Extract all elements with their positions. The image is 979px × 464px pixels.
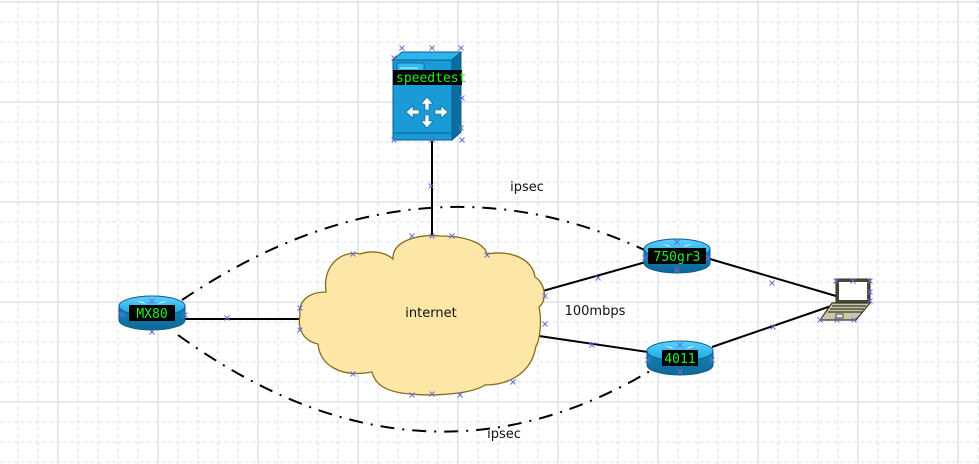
connection-point-marker bbox=[817, 317, 823, 323]
connection-point-marker bbox=[429, 45, 435, 51]
connection-point-marker bbox=[428, 183, 434, 189]
switch-arrows-icon bbox=[405, 96, 449, 129]
connection-point-marker bbox=[769, 280, 775, 286]
connection-point-marker bbox=[589, 342, 595, 348]
connection-point-marker bbox=[449, 233, 455, 239]
connection-point-marker bbox=[391, 137, 397, 143]
ipsec-label-top: ipsec bbox=[510, 180, 544, 195]
internet-cloud[interactable]: internet bbox=[298, 234, 545, 396]
device-label-bg bbox=[648, 248, 706, 264]
connection-point-marker bbox=[645, 357, 651, 363]
link-4011-laptop[interactable] bbox=[711, 304, 835, 348]
node-laptop[interactable] bbox=[818, 278, 872, 321]
link-internet-750gr3[interactable] bbox=[531, 261, 647, 295]
connection-point-marker bbox=[224, 315, 230, 321]
device-label-bg bbox=[129, 305, 175, 321]
connection-point-marker bbox=[399, 45, 405, 51]
connection-point-marker bbox=[149, 298, 155, 304]
connection-point-marker bbox=[391, 55, 397, 61]
connection-point-marker bbox=[867, 289, 873, 295]
node-mx80[interactable]: MX80 bbox=[118, 295, 186, 331]
link-ipsec-mx80-4011[interactable] bbox=[177, 334, 656, 433]
node-750gr3[interactable]: 750gr3 bbox=[643, 238, 711, 274]
ipsec-label-bottom: ipsec bbox=[487, 427, 521, 442]
connection-point-marker bbox=[409, 392, 415, 398]
connection-point-marker bbox=[459, 95, 465, 101]
connection-point-marker bbox=[510, 379, 516, 385]
cloud-shape bbox=[298, 234, 545, 396]
connection-point-marker bbox=[429, 233, 435, 239]
link-ipsec-mx80-750gr3[interactable] bbox=[181, 205, 656, 301]
connection-point-marker bbox=[457, 392, 463, 398]
connection-point-marker bbox=[677, 342, 683, 348]
laptop-icon bbox=[818, 278, 872, 321]
connection-point-marker bbox=[182, 312, 188, 318]
connection-point-marker bbox=[429, 137, 435, 143]
connection-point-marker bbox=[350, 251, 356, 257]
connection-point-marker bbox=[834, 317, 840, 323]
connection-point-marker bbox=[297, 327, 303, 333]
connection-point-marker bbox=[867, 278, 873, 284]
connection-point-marker bbox=[458, 125, 464, 131]
connection-point-marker bbox=[850, 278, 856, 284]
bandwidth-label: 100mbps bbox=[565, 304, 626, 319]
device-label: speedtest bbox=[396, 71, 466, 86]
connection-point-marker bbox=[409, 233, 415, 239]
connection-point-marker bbox=[677, 369, 683, 375]
device-label: 750gr3 bbox=[654, 250, 701, 265]
node-4011[interactable]: 4011 bbox=[646, 340, 714, 376]
connection-point-marker bbox=[458, 45, 464, 51]
device-label-bg bbox=[662, 350, 698, 366]
connection-points bbox=[119, 45, 873, 398]
connection-point-marker bbox=[542, 293, 548, 299]
link-750gr3-laptop[interactable] bbox=[709, 258, 837, 297]
connection-point-marker bbox=[709, 357, 715, 363]
device-label-bg bbox=[393, 70, 462, 85]
connection-point-marker bbox=[642, 255, 648, 261]
connection-point-marker bbox=[867, 298, 873, 304]
connection-point-marker bbox=[429, 391, 435, 397]
connection-point-marker bbox=[350, 371, 356, 377]
connection-point-marker bbox=[484, 252, 490, 258]
connection-point-marker bbox=[833, 278, 839, 284]
connection-point-marker bbox=[674, 239, 680, 245]
connection-point-marker bbox=[770, 324, 776, 330]
connection-point-marker bbox=[149, 329, 155, 335]
connection-point-marker bbox=[851, 317, 857, 323]
connection-point-marker bbox=[542, 321, 548, 327]
connection-point-marker bbox=[119, 312, 125, 318]
connection-point-marker bbox=[674, 267, 680, 273]
device-label: 4011 bbox=[664, 352, 695, 367]
connection-point-marker bbox=[459, 137, 465, 143]
cloud-label: internet bbox=[405, 306, 456, 321]
connection-point-marker bbox=[297, 305, 303, 311]
device-label: MX80 bbox=[136, 307, 167, 322]
node-speedtest[interactable]: speedtest bbox=[391, 50, 466, 142]
connection-point-marker bbox=[705, 255, 711, 261]
connection-point-marker bbox=[595, 275, 601, 281]
